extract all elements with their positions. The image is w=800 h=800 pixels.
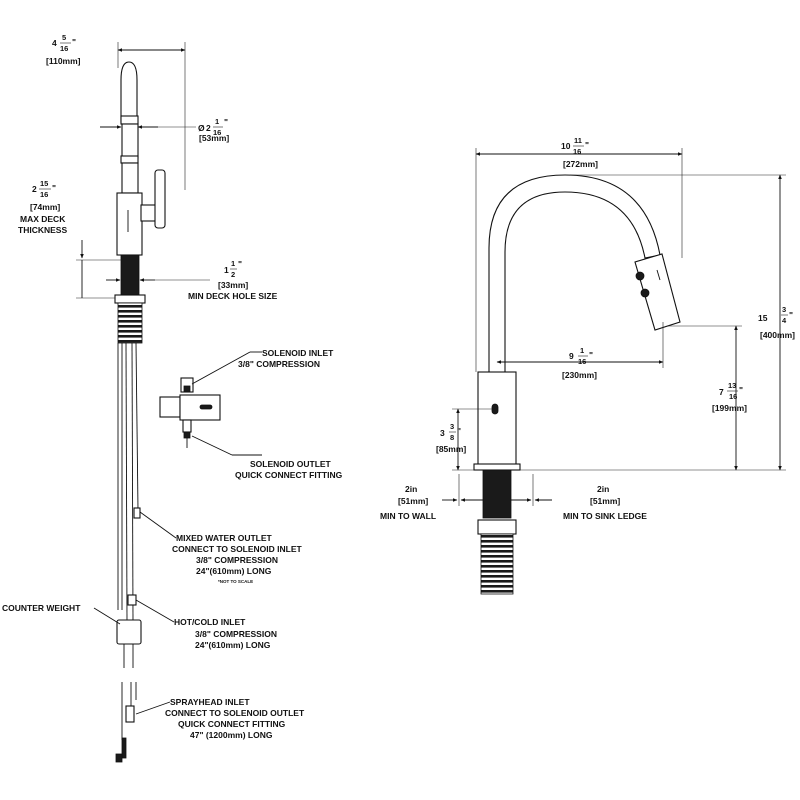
height-dimension: 15 3 4 " [400mm] [520,174,795,471]
side-view: 4 5 16 " [110mm] [2,33,343,763]
reach-whole: 10 [561,141,571,151]
deck-note-2: THICKNESS [18,225,67,235]
spout-reach-unit: " [589,350,593,360]
deck-whole: 2 [32,184,37,194]
mixed-water-line-4: 24"(610mm) LONG [196,566,272,576]
sensor-num: 3 [450,422,454,431]
height-num: 3 [782,305,786,314]
spout-diameter-whole: 2 [206,123,211,133]
spout-diameter-prefix: Ø [198,123,205,133]
spout-diameter-num: 1 [215,117,219,126]
clearance-whole: 7 [719,387,724,397]
clearance-mm: [199mm] [712,403,747,413]
sensor-height-dimension: 3 3 8 " [85mm] [436,408,492,471]
front-view: 10 11 16 " [272mm] 15 3 4 " [400mm] 9 1 [380,136,795,595]
solenoid-inlet-line-2: 3/8" COMPRESSION [238,359,320,369]
spout-width-num: 5 [62,33,66,42]
not-to-scale-note: *NOT TO SCALE [218,579,253,584]
deck-num: 15 [40,179,48,188]
sink-note: MIN TO SINK LEDGE [563,511,647,521]
side-faucet [114,61,166,763]
sink-clearance-dimension: 2in [51mm] MIN TO SINK LEDGE [511,474,647,521]
hole-den: 2 [231,270,235,279]
mixed-water-line-2: CONNECT TO SOLENOID INLET [172,544,303,554]
sprayhead-line-2: CONNECT TO SOLENOID OUTLET [165,708,305,718]
spout-diameter-mm: [53mm] [199,133,229,143]
height-unit: " [789,310,793,320]
spout-reach-whole: 9 [569,351,574,361]
wall-mm: [51mm] [398,496,428,506]
sprayhead-line-4: 47" (1200mm) LONG [190,730,273,740]
sensor-unit: " [457,426,461,436]
sprayhead-line-1: SPRAYHEAD INLET [170,697,250,707]
sensor-mm: [85mm] [436,444,466,454]
deck-hole-dimension: 1 1 2 " [33mm] MIN DECK HOLE SIZE [106,259,278,301]
deck-note-1: MAX DECK [20,214,66,224]
solenoid-valve [159,351,262,456]
reach-den: 16 [573,147,581,156]
wall-clearance-dimension: 2in [51mm] MIN TO WALL [380,474,483,521]
spout-diameter-unit: " [224,117,228,127]
sprayhead-line-3: QUICK CONNECT FITTING [178,719,286,729]
spout-diameter-dimension: Ø 2 1 16 " [53mm] [100,117,229,143]
deck-den: 16 [40,190,48,199]
sensor-whole: 3 [440,428,445,438]
hole-num: 1 [231,259,235,268]
spout-width-whole: 4 [52,38,57,48]
height-den: 4 [782,316,787,325]
reach-dimension: 10 11 16 " [272mm] [475,136,683,372]
sink-mm: [51mm] [590,496,620,506]
sink-value: 2in [597,484,609,494]
solenoid-outlet-line-2: QUICK CONNECT FITTING [235,470,343,480]
spout-width-mm: [110mm] [46,56,81,66]
spout-width-dimension: 4 5 16 " [110mm] [46,33,186,190]
deck-thickness-dimension: 2 15 16 " [74mm] MAX DECK THICKNESS [18,179,122,299]
hot-cold-line-1: HOT/COLD INLET [174,617,246,627]
clearance-unit: " [739,385,743,395]
reach-num: 11 [574,136,582,145]
mixed-water-line-1: MIXED WATER OUTLET [176,533,273,543]
deck-unit: " [52,183,56,193]
wall-note: MIN TO WALL [380,511,436,521]
height-mm: [400mm] [760,330,795,340]
deck-mm: [74mm] [30,202,60,212]
solenoid-outlet-line-1: SOLENOID OUTLET [250,459,332,469]
spout-diameter-den: 16 [213,128,221,137]
reach-mm: [272mm] [563,159,598,169]
clearance-den: 16 [729,392,737,401]
hole-mm: [33mm] [218,280,248,290]
reach-unit: " [585,140,589,150]
hole-unit: " [238,259,242,269]
spout-reach-num: 1 [580,346,584,355]
spout-reach-dimension: 9 1 16 " [230mm] [496,322,664,380]
hole-note: MIN DECK HOLE SIZE [188,291,278,301]
hot-cold-line-2: 3/8" COMPRESSION [195,629,277,639]
spout-reach-mm: [230mm] [562,370,597,380]
hole-whole: 1 [224,265,229,275]
spout-width-den: 16 [60,44,68,53]
spout-reach-den: 16 [578,357,586,366]
wall-value: 2in [405,484,417,494]
spout-width-unit: " [72,37,76,47]
mixed-water-line-3: 3/8" COMPRESSION [196,555,278,565]
counter-weight-label: COUNTER WEIGHT [2,603,81,613]
clearance-dimension: 7 13 16 " [199mm] [668,325,747,471]
hot-cold-line-3: 24"(610mm) LONG [195,640,271,650]
height-whole: 15 [758,313,768,323]
front-faucet [473,174,681,595]
sensor-den: 8 [450,433,454,442]
clearance-num: 13 [728,381,736,390]
solenoid-inlet-line-1: SOLENOID INLET [262,348,334,358]
